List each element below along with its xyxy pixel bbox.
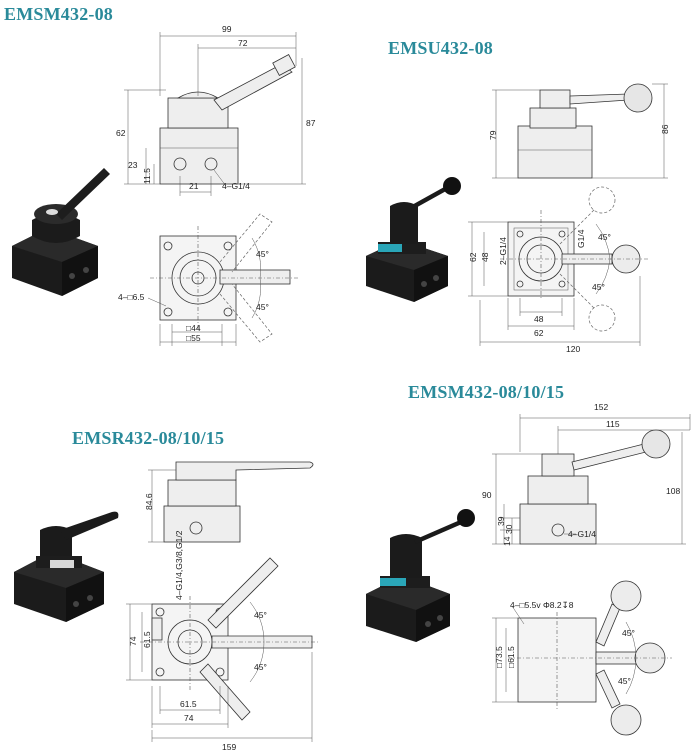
dim-23: 23 (128, 160, 138, 170)
angle-lower: 45° (592, 282, 605, 292)
dim-79: 79 (488, 130, 498, 140)
title-emsm432-08: EMSM432-08 (4, 4, 113, 24)
dim-44: □44 (186, 323, 201, 333)
emsu432-photo (366, 177, 461, 302)
hole-label: 4–□6.5 (118, 292, 145, 302)
angle-lower: 45° (256, 302, 269, 312)
dim-73-5: □73.5 (494, 646, 504, 668)
angle-upper: 45° (622, 628, 635, 638)
emsm432-multi-side-view (492, 414, 691, 545)
emsu432-side-view (492, 83, 668, 179)
title-emsm432-08-10-15: EMSM432-08/10/15 (408, 382, 565, 402)
emsm432-multi-top-view (492, 580, 672, 736)
dim-108: 108 (666, 486, 680, 496)
dim-30: 30 (504, 524, 514, 534)
emsr432-photo (14, 511, 119, 622)
dim-61-5-h: 61.5 (180, 699, 197, 709)
dim-74-v: 74 (128, 636, 138, 646)
dim-87: 87 (306, 118, 316, 128)
port-label: 4–G1/4,G3/8,G1/2 (174, 530, 184, 600)
title-emsu432-08: EMSU432-08 (388, 38, 493, 58)
emsr432-top-view (126, 557, 320, 742)
dim-90: 90 (482, 490, 492, 500)
port-label: 4–G1/4 (222, 181, 250, 191)
title-emsr432-08-10-15: EMSR432-08/10/15 (72, 428, 225, 448)
dim-61-5-v: 61.5 (142, 631, 152, 648)
dim-84-6: 84.6 (144, 493, 154, 510)
dim-62: 62 (116, 128, 126, 138)
emsm432-top-view (147, 213, 300, 346)
angle-upper: 45° (254, 610, 267, 620)
dim-72: 72 (238, 38, 248, 48)
dim-62-h: 62 (534, 328, 544, 338)
angle-upper: 45° (598, 232, 611, 242)
emsr432-side-view (148, 461, 314, 543)
port-left: 2–G1/4 (498, 237, 508, 265)
dim-115: 115 (606, 419, 620, 429)
angle-lower: 45° (254, 662, 267, 672)
port-right: G1/4 (576, 229, 586, 248)
hole-label: 4–□5.5v Φ8.2↧8 (510, 600, 574, 610)
emsm432-multi-photo (366, 509, 475, 642)
dim-61-5: □61.5 (506, 646, 516, 668)
emsm432-photo (12, 168, 110, 296)
emsm432-side-view (124, 32, 306, 196)
angle-lower: 45° (618, 676, 631, 686)
dim-21: 21 (189, 181, 199, 191)
dim-55: □55 (186, 333, 201, 343)
dim-74-h: 74 (184, 713, 194, 723)
dim-159: 159 (222, 742, 236, 752)
angle-upper: 45° (256, 249, 269, 259)
dim-86: 86 (660, 124, 670, 134)
dim-48-v: 48 (480, 252, 490, 262)
dim-62-v: 62 (468, 252, 478, 262)
port-label: 4–G1/4 (568, 529, 596, 539)
emsu432-top-view (468, 186, 650, 346)
dim-11-5: 11.5 (142, 168, 152, 184)
dim-39: 39 (496, 516, 506, 526)
dim-99: 99 (222, 24, 232, 34)
dim-152: 152 (594, 402, 608, 412)
dim-48-h: 48 (534, 314, 544, 324)
dim-120: 120 (566, 344, 580, 354)
dim-14: 14 (502, 536, 512, 546)
